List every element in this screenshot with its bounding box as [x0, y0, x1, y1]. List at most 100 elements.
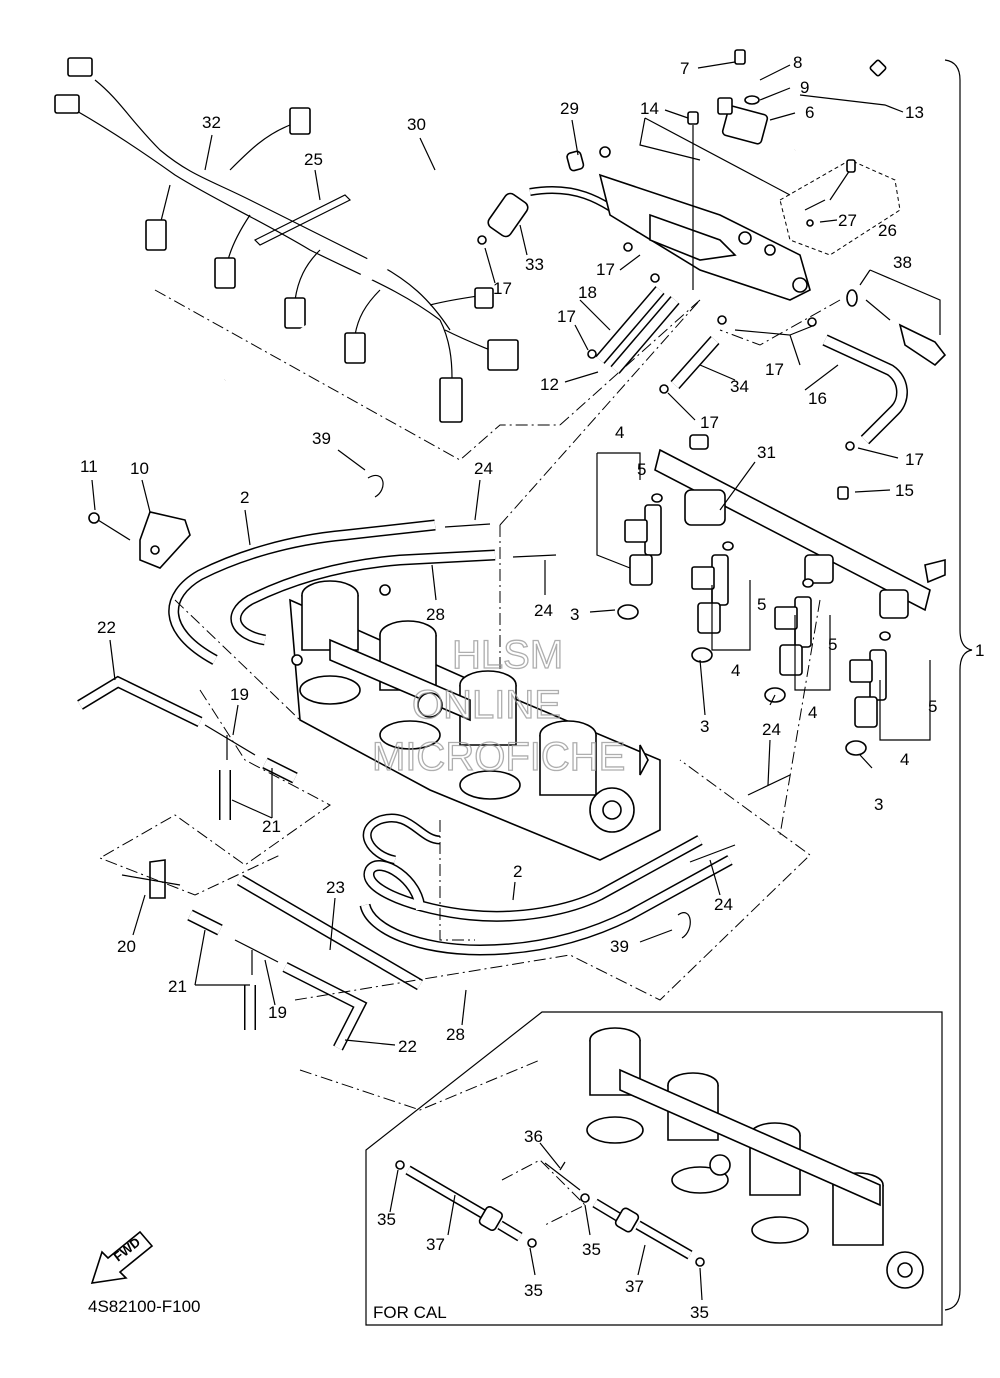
callout-19-b: 19: [268, 1003, 287, 1022]
callout-4-d: 4: [900, 750, 909, 769]
callout-17-e: 17: [700, 413, 719, 432]
callout-39-b: 39: [610, 937, 629, 956]
callout-20: 20: [117, 937, 136, 956]
watermark-line-3: MICROFICHE: [372, 735, 625, 779]
group-brackets: [596, 452, 931, 741]
callout-2-b: 2: [513, 862, 522, 881]
callout-24-b: 24: [534, 601, 553, 620]
callout-24-c: 24: [762, 720, 781, 739]
callout-2-a: 2: [240, 488, 249, 507]
callout-5-c: 5: [828, 635, 837, 654]
callout-22-b: 22: [398, 1037, 417, 1056]
callout-13: 13: [905, 103, 924, 122]
callout-10: 10: [130, 459, 149, 478]
hose-28: [230, 549, 733, 956]
forward-arrow-icon: FWD: [90, 1230, 154, 1284]
long-bolt-13: [793, 59, 887, 152]
hose-clips: [477, 235, 855, 451]
cable-tie: [253, 194, 352, 246]
callout-37-b: 37: [625, 1277, 644, 1296]
throttle-body-main: [289, 580, 661, 861]
callout-1: 1: [975, 641, 984, 660]
callout-17-d: 17: [765, 360, 784, 379]
throttle-position-sensor: [88, 511, 191, 569]
callout-5-d: 5: [928, 697, 937, 716]
callout-7: 7: [680, 59, 689, 78]
callout-3-c: 3: [874, 795, 883, 814]
callout-23: 23: [326, 878, 345, 897]
callout-38: 38: [893, 253, 912, 272]
wire-harness: [54, 57, 519, 423]
bolts-24: [444, 523, 791, 863]
callout-leaders: [91, 61, 941, 1301]
clips-39: [367, 475, 691, 939]
adjust-screw-set: [846, 289, 947, 367]
callout-4-a: 4: [615, 423, 624, 442]
callout-17-b: 17: [596, 260, 615, 279]
callout-37-a: 37: [426, 1235, 445, 1254]
callout-39-a: 39: [312, 429, 331, 448]
assembly-bracket: [944, 59, 973, 1311]
diagram-code: 4S82100-F100: [88, 1297, 200, 1316]
callout-26: 26: [878, 221, 897, 240]
callout-24-d: 24: [714, 895, 733, 914]
reference-lines-upper: [154, 289, 841, 680]
callout-5-a: 5: [637, 460, 646, 479]
callout-4-c: 4: [808, 703, 817, 722]
watermark-line-1: HLSM: [452, 633, 563, 677]
callout-36: 36: [524, 1127, 543, 1146]
callout-35-c: 35: [524, 1281, 543, 1300]
callout-35-b: 35: [582, 1240, 601, 1259]
callout-6: 6: [805, 103, 814, 122]
callout-31: 31: [757, 443, 776, 462]
vacuum-hoses-left: [77, 675, 424, 1051]
callout-17-a: 17: [493, 279, 512, 298]
callout-22-a: 22: [97, 618, 116, 637]
callout-17-c: 17: [557, 307, 576, 326]
watermark: HLSM ONLINE MICROFICHE: [371, 632, 626, 779]
pressure-regulator-assembly: [566, 49, 811, 301]
callout-29: 29: [560, 99, 579, 118]
callout-4-b: 4: [731, 661, 740, 680]
watermark-line-2: ONLINE: [412, 683, 561, 727]
callout-14: 14: [640, 99, 659, 118]
callout-25: 25: [304, 150, 323, 169]
inset-for-cal: [365, 1011, 943, 1326]
callout-16: 16: [808, 389, 827, 408]
callout-35-a: 35: [377, 1210, 396, 1229]
hose-34: [670, 336, 720, 389]
callout-32: 32: [202, 113, 221, 132]
callout-34: 34: [730, 377, 749, 396]
callout-3-a: 3: [570, 605, 579, 624]
reference-lines-lower: [98, 599, 821, 1111]
callout-9: 9: [800, 78, 809, 97]
hose-30: [223, 148, 561, 383]
callout-numbers: 7 8 9 6 13 14 29 32 30 25 27 26 17 33 17…: [80, 53, 984, 1322]
callout-33: 33: [525, 255, 544, 274]
hose-2: [168, 519, 703, 922]
hose-16: [822, 334, 908, 445]
callout-35-d: 35: [690, 1303, 709, 1322]
inset-label: FOR CAL: [373, 1303, 447, 1322]
callout-8: 8: [793, 53, 802, 72]
callout-28-a: 28: [426, 605, 445, 624]
screw-kit-box: [779, 159, 901, 256]
callout-27: 27: [838, 211, 857, 230]
hose-18: [595, 286, 680, 374]
callout-12: 12: [540, 375, 559, 394]
callout-19-a: 19: [230, 685, 249, 704]
callout-24-a: 24: [474, 459, 493, 478]
callout-18: 18: [578, 283, 597, 302]
callout-17-f: 17: [905, 450, 924, 469]
fuel-injectors: [617, 486, 891, 756]
fuel-rail: [654, 434, 946, 619]
callout-5-b: 5: [757, 595, 766, 614]
callout-21-a: 21: [262, 817, 281, 836]
callout-21-b: 21: [168, 977, 187, 996]
callout-28-b: 28: [446, 1025, 465, 1044]
callout-11: 11: [80, 457, 98, 476]
callout-3-b: 3: [700, 717, 709, 736]
callout-15: 15: [895, 481, 914, 500]
callout-30: 30: [407, 115, 426, 134]
